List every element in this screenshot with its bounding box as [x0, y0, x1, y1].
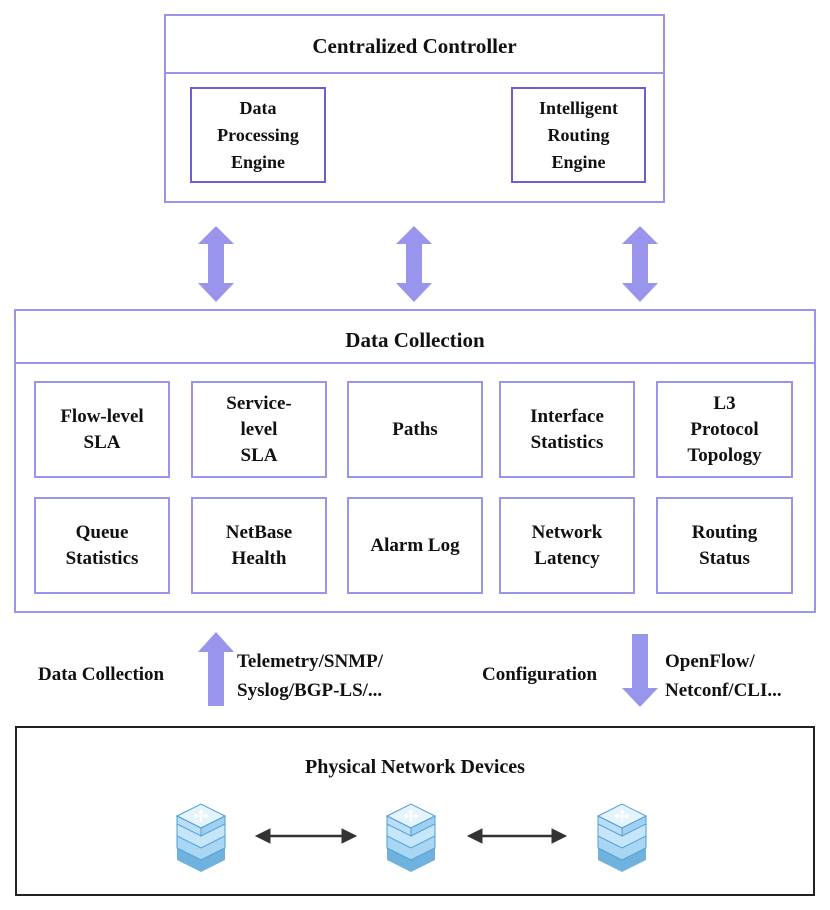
- controller-link-arrow-middle: [396, 226, 432, 302]
- metric-network-latency: Network Latency: [499, 497, 635, 594]
- metric-interface-statistics: Interface Statistics: [499, 381, 635, 478]
- router-stack-icon: [175, 803, 227, 872]
- metric-netbase-health: NetBase Health: [191, 497, 327, 594]
- router-stack-icon: [385, 803, 437, 872]
- configuration-protocols: OpenFlow/ Netconf/CLI...: [665, 651, 782, 701]
- metric-paths: Paths: [347, 381, 483, 478]
- device-link-arrow-left: [254, 828, 358, 844]
- metric-alarm-log: Alarm Log: [347, 497, 483, 594]
- devices-title: Physical Network Devices: [305, 755, 525, 778]
- metric-queue-statistics: Queue Statistics: [34, 497, 170, 594]
- controller-link-arrow-right: [622, 226, 658, 302]
- device-link-arrow-right: [466, 828, 568, 844]
- data-processing-engine: Data Processing Engine: [190, 87, 326, 183]
- configuration-link-label: Configuration: [482, 664, 598, 685]
- collection-title: Data Collection: [345, 327, 485, 352]
- controller-title: Centralized Controller: [312, 33, 517, 58]
- router-stack-icon: [596, 803, 648, 872]
- configuration-down-arrow: [622, 634, 658, 707]
- devices-box: [15, 726, 815, 896]
- metric-routing-status: Routing Status: [656, 497, 793, 594]
- controller-link-arrow-left: [198, 226, 234, 302]
- intelligent-routing-engine: Intelligent Routing Engine: [511, 87, 646, 183]
- collection-divider: [14, 362, 816, 364]
- metric-service-level-sla: Service- level SLA: [191, 381, 327, 478]
- metric-flow-level-sla: Flow-level SLA: [34, 381, 170, 478]
- controller-divider: [164, 72, 665, 74]
- data-collection-protocols: Telemetry/SNMP/ Syslog/BGP-LS/...: [237, 651, 383, 701]
- data-collection-link-label: Data Collection: [38, 664, 165, 685]
- collection-up-arrow: [198, 632, 234, 706]
- metric-l3-protocol-topology: L3 Protocol Topology: [656, 381, 793, 478]
